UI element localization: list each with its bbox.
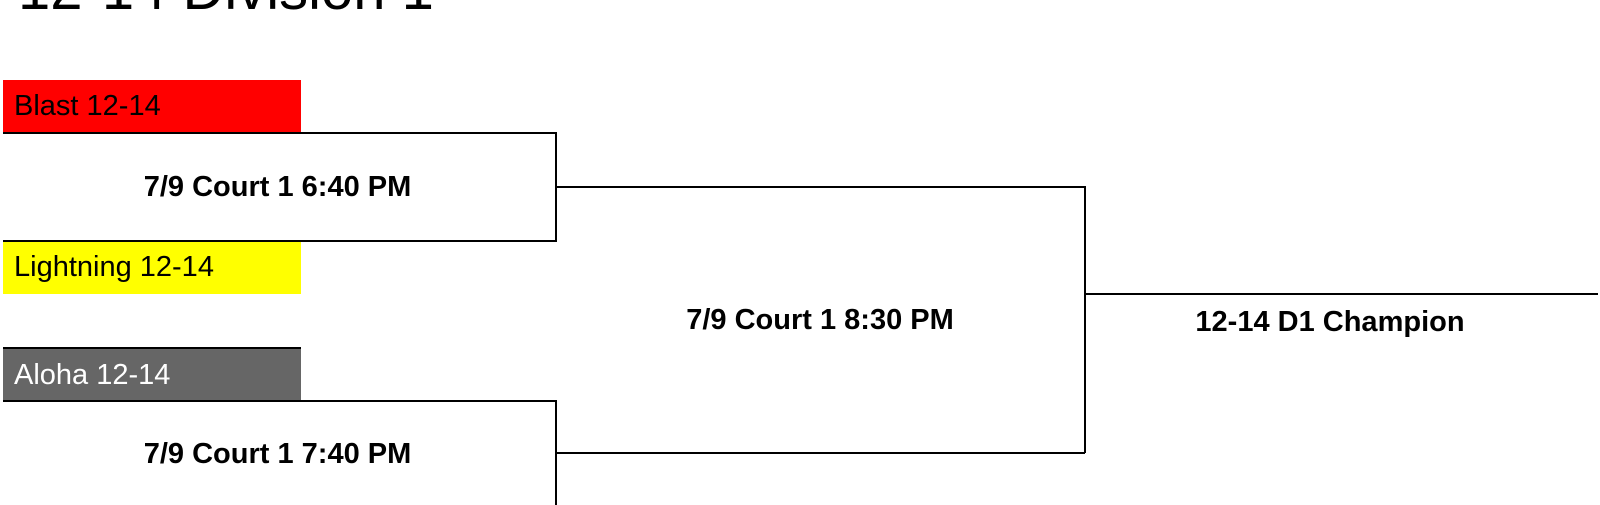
game-label-final: 7/9 Court 1 8:30 PM: [686, 304, 954, 336]
team-label: Lightning 12-14: [14, 251, 214, 283]
page-title: 12-14 Division 1: [18, 0, 434, 20]
game-label-1: 7/9 Court 1 6:40 PM: [143, 171, 412, 203]
game-label-2: 7/9 Court 1 7:40 PM: [143, 438, 412, 470]
team-aloha: Aloha 12-14: [3, 347, 301, 400]
team-blast: Blast 12-14: [3, 80, 301, 133]
bracket-line-group: [3, 132, 1598, 505]
bracket-line-game-1-winner: [556, 186, 1086, 453]
team-label: Aloha 12-14: [14, 359, 171, 391]
bracket-line-game-2: [3, 400, 557, 505]
team-label: Blast 12-14: [14, 90, 161, 122]
champion-label: 12-14 D1 Champion: [1195, 306, 1465, 338]
team-lightning: Lightning 12-14: [3, 241, 301, 294]
